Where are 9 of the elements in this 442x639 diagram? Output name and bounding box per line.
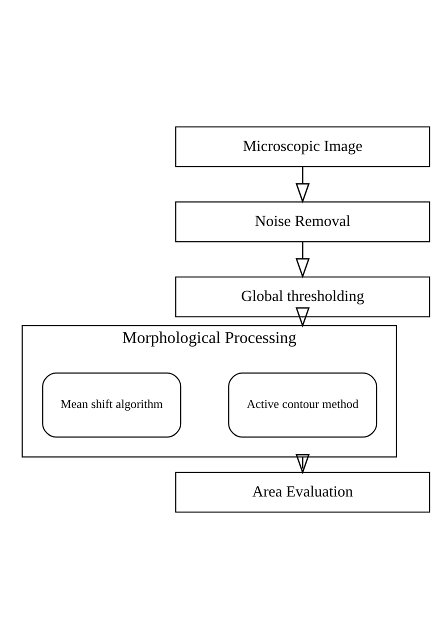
node-box: Mean shift algorithm	[42, 372, 181, 438]
node-box: Active contour method	[228, 372, 377, 438]
node-box: Area Evaluation	[174, 472, 430, 513]
arrow	[295, 454, 310, 474]
arrow	[295, 307, 310, 328]
arrow	[295, 166, 310, 204]
arrow	[295, 242, 310, 279]
node-box: Noise Removal	[174, 201, 430, 242]
node-box: Microscopic Image	[174, 126, 430, 168]
